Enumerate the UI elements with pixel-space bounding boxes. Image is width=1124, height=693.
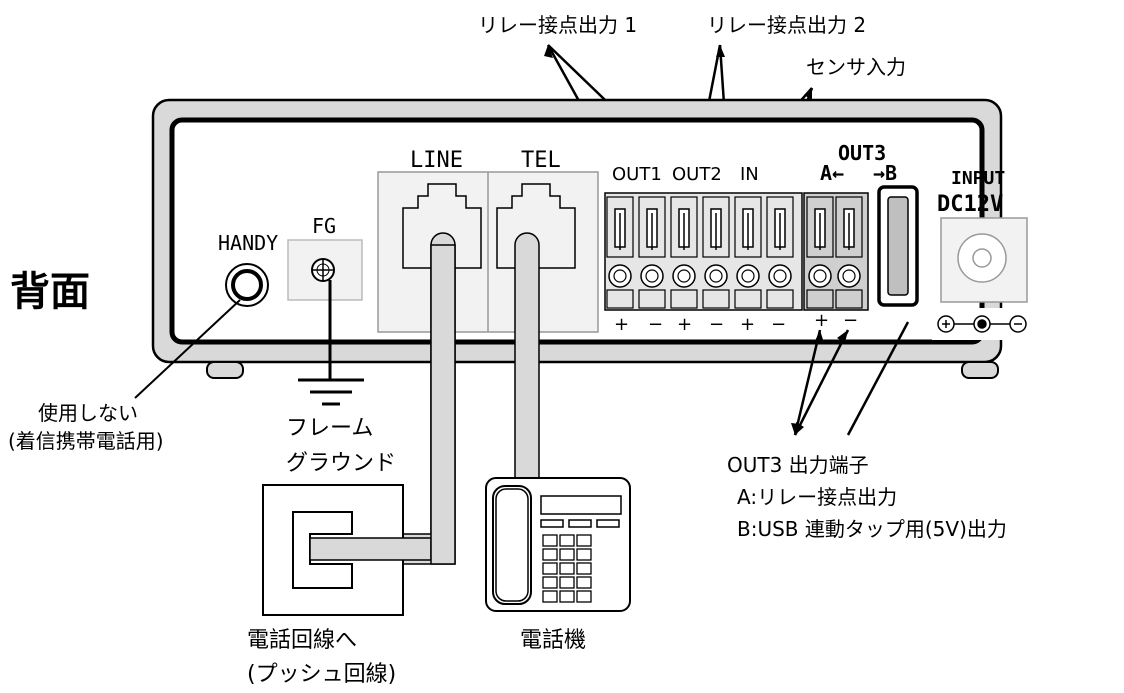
keypad-key xyxy=(542,534,558,547)
line-destination-line2: (プッシュ回線) xyxy=(247,662,396,687)
keypad-key xyxy=(542,562,558,575)
svg-text:−: − xyxy=(843,310,858,331)
title: 背面 xyxy=(10,269,90,315)
terminal-block-main xyxy=(604,192,803,311)
keypad-key xyxy=(542,548,558,561)
right-foot xyxy=(961,361,999,379)
out2-label: OUT2 xyxy=(672,164,722,185)
keypad-key xyxy=(576,534,592,547)
terminal-screw-icon xyxy=(837,264,861,288)
terminal-block-out3 xyxy=(803,192,869,311)
keypad-key xyxy=(559,548,575,561)
polarity-marks-main: + − + − + − xyxy=(614,314,786,335)
label-sensor-input: センサ入力 xyxy=(806,55,906,79)
keypad-key xyxy=(576,548,592,561)
line-destination-line1: 電話回線へ xyxy=(247,628,357,653)
keypad-key xyxy=(542,590,558,603)
terminal-screw-icon xyxy=(704,264,728,288)
terminal-screw-icon xyxy=(672,264,696,288)
keypad-key xyxy=(559,590,575,603)
out3-arrowheads xyxy=(791,330,848,435)
svg-text:+: + xyxy=(677,314,692,335)
terminal-screw-icon xyxy=(608,264,632,288)
svg-text:+: + xyxy=(740,314,755,335)
svg-text:−: − xyxy=(648,314,663,335)
ground-symbol-icon xyxy=(298,280,364,406)
label-relay-output-2: リレー接点出力 2 xyxy=(707,13,866,37)
input-label: INPUT xyxy=(951,168,1005,189)
handy-leader xyxy=(134,299,241,399)
out3-description-a: A:リレー接点出力 xyxy=(737,485,897,509)
in-label: IN xyxy=(740,164,759,185)
dc12v-label: DC12V xyxy=(937,192,1003,217)
telephone-label: 電話機 xyxy=(520,628,586,653)
tel-label: TEL xyxy=(521,148,561,173)
out3-label: OUT3 xyxy=(838,141,886,165)
terminal-screw-icon xyxy=(808,264,832,288)
dc-jack-inner xyxy=(972,248,992,268)
fg-note-line2: グラウンド xyxy=(286,451,396,476)
left-foot xyxy=(206,361,244,379)
tel-cable xyxy=(514,232,540,506)
keypad-key xyxy=(542,576,558,589)
handy-note-line1: 使用しない xyxy=(38,401,138,425)
out3-a-label: A← xyxy=(820,161,844,185)
out3-arrows xyxy=(793,321,910,436)
usb-port-slot xyxy=(887,196,909,296)
svg-text:+: + xyxy=(814,310,829,331)
terminal-screw-icon xyxy=(768,264,792,288)
out3-b-label: →B xyxy=(873,161,897,185)
handy-jack-inner xyxy=(231,269,263,301)
wall-socket-inner xyxy=(292,511,353,589)
keypad-key xyxy=(576,562,592,575)
telephone-icon xyxy=(485,477,631,612)
handy-label: HANDY xyxy=(218,231,278,255)
svg-text:−: − xyxy=(771,314,786,335)
keypad-key xyxy=(576,576,592,589)
label-relay-output-1: リレー接点出力 1 xyxy=(478,13,637,37)
out3-description-b: B:USB 連動タップ用(5V)出力 xyxy=(737,517,1007,541)
polarity-symbol-icon xyxy=(937,315,1027,333)
fg-note-line1: フレーム xyxy=(286,416,373,441)
line-jack-port xyxy=(402,183,482,269)
keypad-key xyxy=(559,576,575,589)
keypad-key xyxy=(559,562,575,575)
keypad-key xyxy=(559,534,575,547)
fg-label: FG xyxy=(312,214,336,238)
out1-label: OUT1 xyxy=(612,164,662,185)
svg-text:+: + xyxy=(614,314,629,335)
line-label: LINE xyxy=(410,148,463,173)
terminal-screw-icon xyxy=(736,264,760,288)
keypad-key xyxy=(576,590,592,603)
polarity-marks-out3: + − xyxy=(814,310,858,331)
out3-description-title: OUT3 出力端子 xyxy=(727,453,869,477)
terminal-screw-icon xyxy=(640,264,664,288)
svg-text:−: − xyxy=(709,314,724,335)
handy-note-line2: (着信携帯電話用) xyxy=(8,429,164,453)
